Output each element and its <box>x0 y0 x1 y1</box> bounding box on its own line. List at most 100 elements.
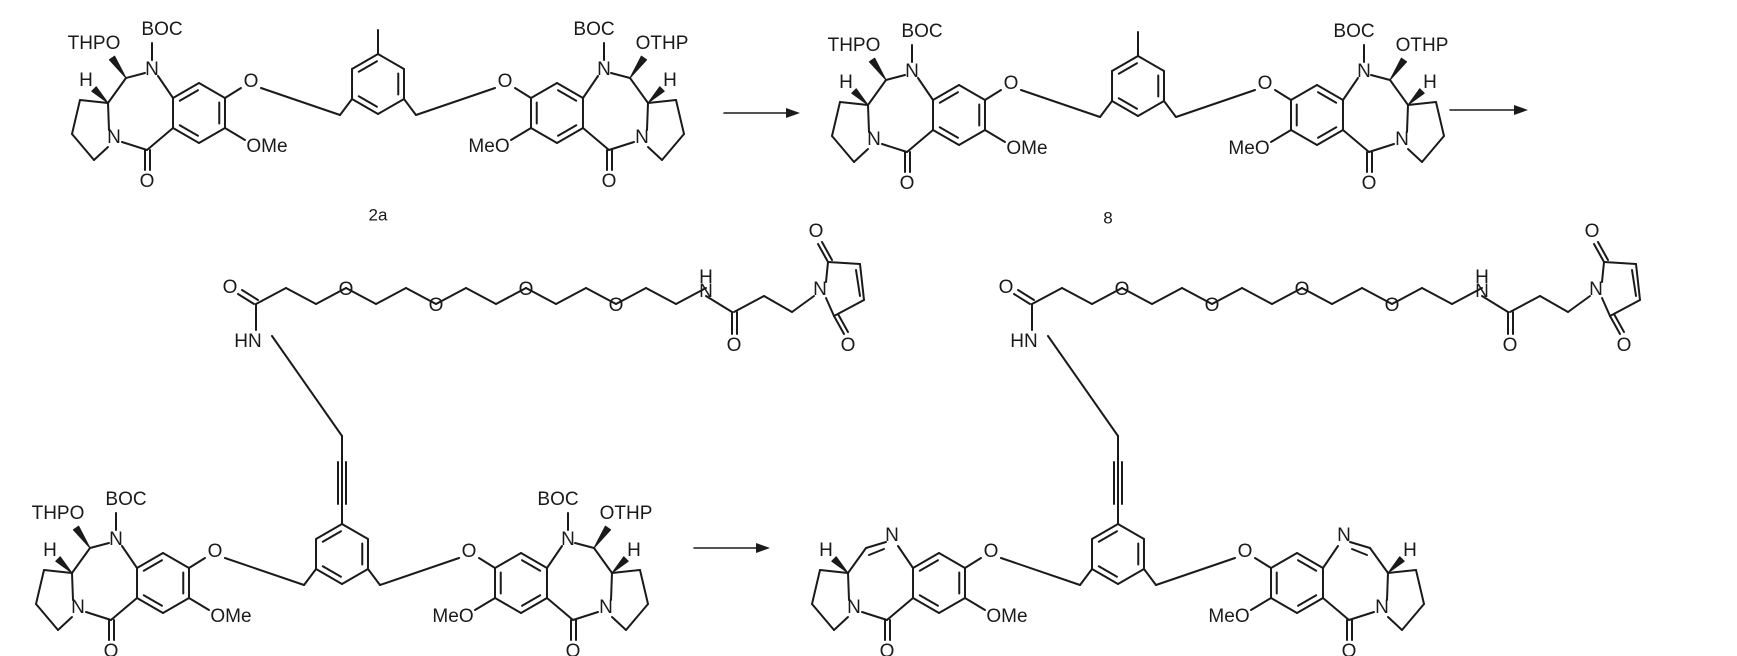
arrow-head <box>1514 105 1528 115</box>
propargyl-bond <box>1048 336 1118 436</box>
nitrogen-atom: N <box>635 127 649 148</box>
ether-bond <box>1255 558 1271 568</box>
ring-bond <box>1118 524 1144 539</box>
peg-ether-oxygen: O <box>609 295 624 316</box>
imine-double-bond <box>869 549 884 555</box>
ring-bond <box>939 553 965 568</box>
maleimide-bond <box>828 262 860 264</box>
carbonyl-oxygen: O <box>140 171 155 192</box>
diazepine-bond <box>158 76 173 98</box>
methoxy-group: OMe <box>210 606 251 627</box>
pyrrolidine-bond <box>854 149 868 162</box>
pyrrolidine-bond <box>626 604 648 630</box>
ring-bond <box>933 85 959 100</box>
ring-bond <box>342 569 368 584</box>
amide-bond <box>706 296 732 312</box>
ring-bond <box>352 54 378 69</box>
nitrogen-atom: N <box>599 597 613 618</box>
pyrrolidine-bond <box>1416 570 1424 604</box>
diazepine-bond <box>868 105 869 132</box>
ether-oxygen: O <box>498 71 513 92</box>
diazepine-bond <box>886 75 905 80</box>
compound-2a: NBOCTHPOHNOOMeONBOCOTHPHNOMeOO2a <box>68 19 689 224</box>
diazepine-bond <box>611 573 612 600</box>
pyrrolidine-bond <box>94 147 108 160</box>
propargyl-bond <box>272 336 342 436</box>
ether-oxygen: O <box>1004 73 1019 94</box>
ether-oxygen: O <box>984 541 999 562</box>
pyrrolidine-bond <box>1436 102 1444 136</box>
pyrrolidine-bond <box>72 134 94 160</box>
diazepine-bond <box>907 130 933 152</box>
nitrogen-atom: N <box>847 597 861 618</box>
ether-bond <box>225 88 241 98</box>
peg-ether-oxygen: O <box>1385 295 1400 316</box>
compound-protected-linker: NBOCTHPOHNOOMeONBOCOTHPHNOMeOOHNOOOOOHNO… <box>32 221 864 656</box>
ring-bond <box>521 553 547 568</box>
ring-bond <box>495 553 521 568</box>
nitrogen-atom: N <box>597 59 611 80</box>
ring-bond <box>199 83 225 98</box>
stereo-hydrogen: H <box>627 540 641 561</box>
carbonyl-double-bond <box>1614 314 1624 332</box>
nitrogen-atom: N <box>1357 61 1371 82</box>
benzyl-ether-bond <box>261 88 340 115</box>
diazepine-bond <box>108 78 126 103</box>
arrow-step-1 <box>724 108 800 118</box>
diazepine-bond <box>594 548 612 573</box>
peg-chain-bond <box>1242 288 1272 304</box>
nitrogen-atom: N <box>1395 129 1409 150</box>
stereo-hydrogen: H <box>79 70 93 91</box>
maleimide-double-bond <box>1632 270 1636 296</box>
pyrrolidine-bond <box>832 102 840 136</box>
ring-bond <box>959 130 985 145</box>
nitrogen-atom: N <box>867 129 881 150</box>
nitrogen-atom: N <box>107 127 121 148</box>
benzyl-ether-bond <box>404 99 416 115</box>
peg-chain-bond <box>646 288 676 304</box>
benzyl-ether-bond <box>225 558 304 585</box>
pyrrolidine-bond <box>1388 617 1402 630</box>
ring-bond <box>199 128 225 143</box>
maleimide-double-bond <box>856 270 860 296</box>
nitrogen-atom: N <box>885 525 899 546</box>
diazepine-bond <box>898 546 913 568</box>
nitrogen-atom: N <box>109 529 123 550</box>
methoxy-group: OMe <box>1006 138 1047 159</box>
benzyl-ether-bond <box>368 569 380 585</box>
ring-bond <box>137 598 163 613</box>
ether-bond <box>189 558 205 568</box>
thpo-group: THPO <box>32 503 85 524</box>
amide-bond <box>1369 144 1394 152</box>
ring-bond <box>316 569 342 584</box>
ring-bond <box>1092 569 1118 584</box>
peg-ether-oxygen: O <box>1115 279 1130 300</box>
maleimide-bond <box>1604 262 1636 264</box>
methoxy-bond <box>475 598 495 610</box>
imine-bond <box>866 542 886 548</box>
diazepine-bond <box>111 598 137 620</box>
nitrogen-atom: N <box>71 597 85 618</box>
peg-ether-oxygen: O <box>519 279 534 300</box>
diazepine-bond <box>575 543 594 548</box>
ether-oxygen: O <box>244 71 259 92</box>
amide-bond <box>882 144 907 152</box>
othp-group: OTHP <box>1396 35 1449 56</box>
peg-chain-bond <box>286 288 316 304</box>
benzyl-ether-bond <box>340 99 352 115</box>
thpo-group: THPO <box>68 33 121 54</box>
diazepine-bond <box>1390 80 1408 105</box>
carbonyl-double-bond <box>1610 316 1620 334</box>
benzyl-ether-bond <box>304 569 316 585</box>
diazepine-bond <box>72 573 73 600</box>
peg-chain-bond <box>1152 288 1182 304</box>
carbonyl-oxygen: O <box>602 171 617 192</box>
diazepine-bond <box>90 543 109 548</box>
arrow-step-2 <box>1450 105 1528 115</box>
amide-oxygen: O <box>999 277 1014 298</box>
peg-chain-bond <box>256 288 286 304</box>
maleimide-bond <box>1602 298 1610 316</box>
maleimide-bond <box>826 298 834 316</box>
diazepine-bond <box>1371 75 1390 80</box>
compound-label: 8 <box>1103 208 1112 227</box>
